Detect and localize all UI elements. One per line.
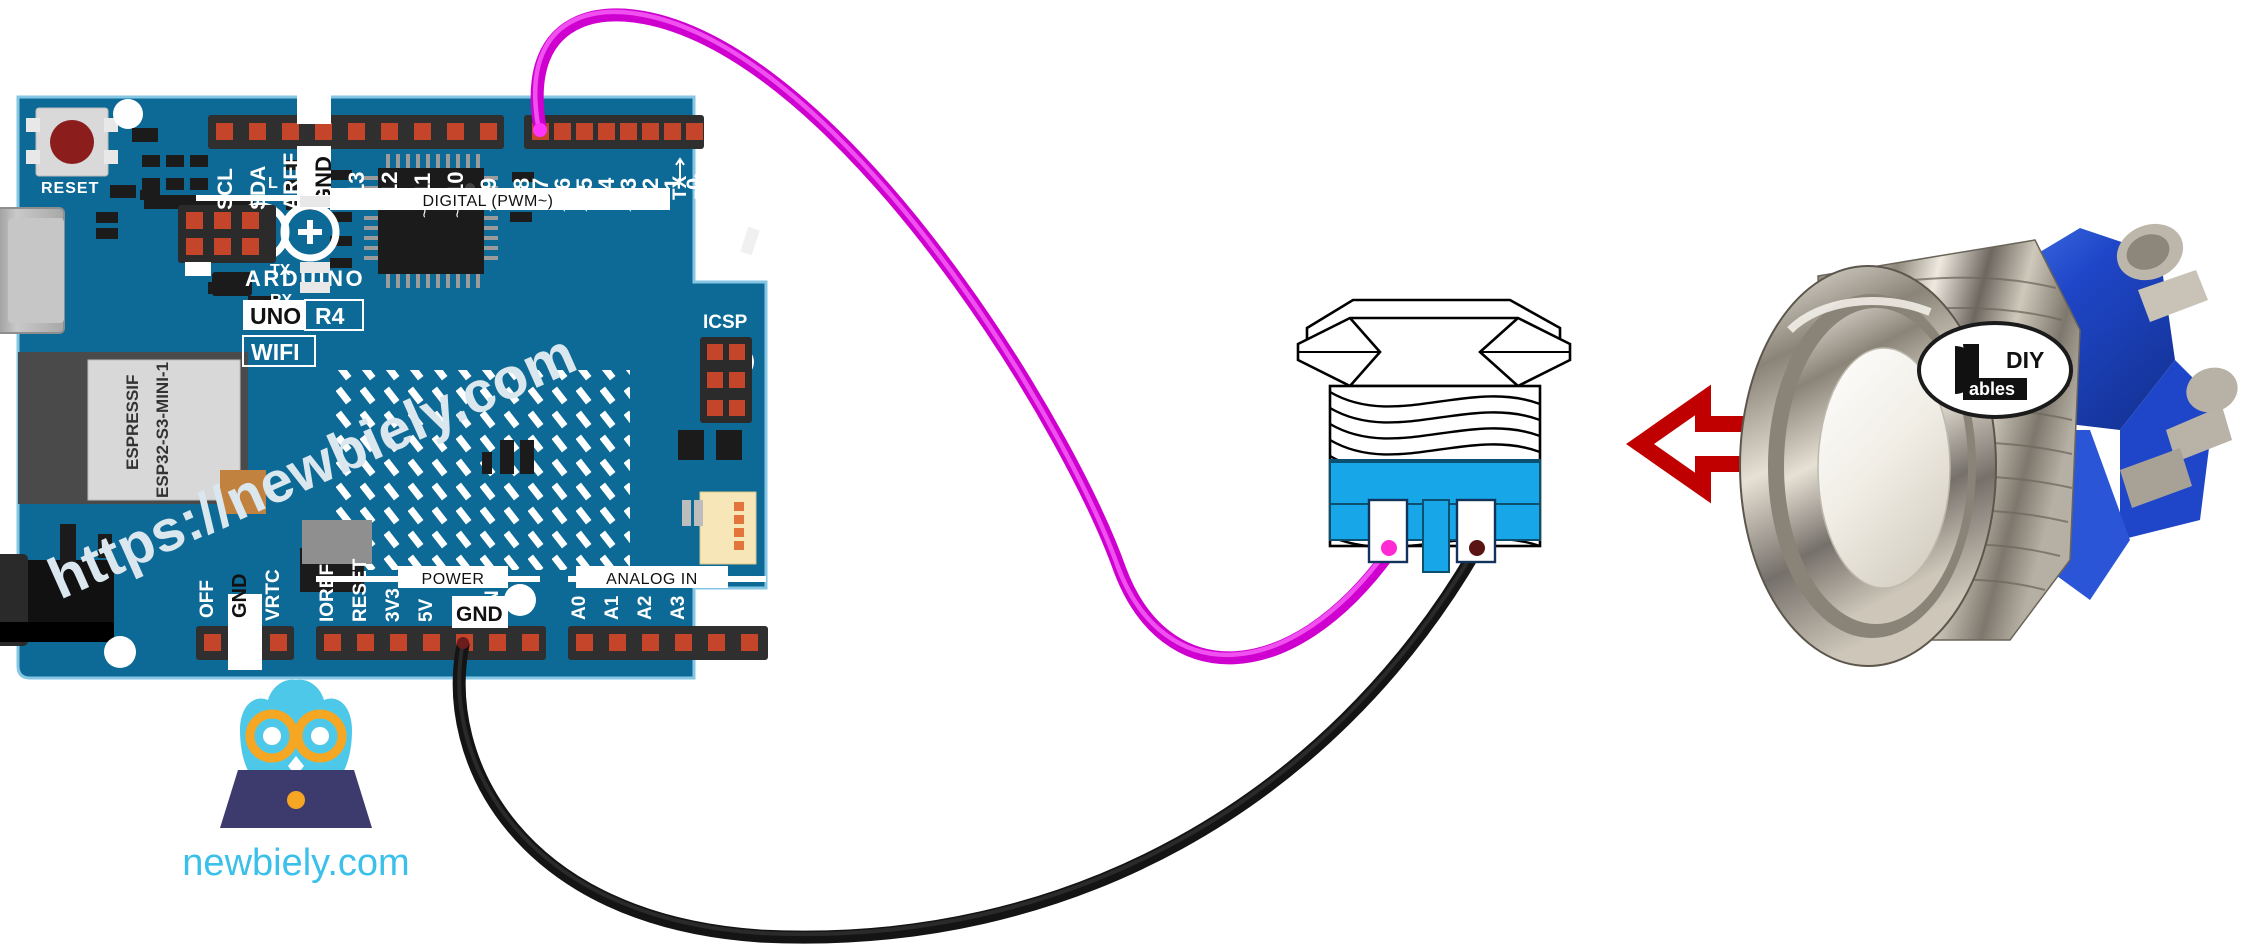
analog-header-label: ANALOG IN bbox=[606, 571, 698, 588]
newbiely-site-label: newbiely.com bbox=[182, 842, 409, 884]
mounting-hole bbox=[104, 636, 136, 668]
ground-wire-highlight bbox=[457, 547, 1477, 937]
svg-text:A2: A2 bbox=[635, 596, 656, 620]
gnd-top-highlight bbox=[297, 90, 331, 124]
power-jack bbox=[0, 554, 114, 646]
svg-text:TX: TX bbox=[270, 262, 291, 279]
digital-header-right[interactable] bbox=[524, 115, 704, 149]
svg-text:7: 7 bbox=[528, 178, 553, 190]
icsp-label: ICSP bbox=[703, 312, 748, 333]
svg-text:4: 4 bbox=[594, 177, 619, 190]
svg-text:5: 5 bbox=[572, 178, 597, 190]
svg-text:8: 8 bbox=[509, 178, 534, 190]
regulator bbox=[302, 520, 372, 564]
terminal-1-crimp bbox=[1381, 540, 1397, 556]
ground-wire-board-end bbox=[457, 637, 469, 649]
button-terminal-1 bbox=[1367, 498, 1409, 564]
qwiic-connector bbox=[699, 491, 757, 565]
badge-r4-label: R4 bbox=[315, 303, 345, 329]
analog-pin-labels: A0 A1 A2 A3 A4 A5 bbox=[569, 595, 755, 620]
svg-text:A0: A0 bbox=[569, 596, 590, 620]
mounting-hole bbox=[113, 99, 143, 129]
diyables-logo: DIY ables bbox=[1917, 321, 2073, 419]
tx-label: TX bbox=[670, 175, 691, 200]
svg-text:9: 9 bbox=[476, 178, 501, 190]
svg-text:3: 3 bbox=[616, 178, 641, 190]
svg-text:A4: A4 bbox=[701, 595, 722, 620]
digital-pin-numbers-right: 7 6 5 4 3 2 1 0 bbox=[528, 177, 707, 190]
button-center-tab bbox=[1422, 499, 1450, 573]
microcontroller-chip bbox=[364, 154, 498, 288]
digital-header-label: DIGITAL (PWM~) bbox=[423, 193, 554, 210]
svg-text:5V: 5V bbox=[416, 598, 437, 622]
rx-label: RX bbox=[692, 173, 713, 200]
esp32-module: ESPRESSIF ESP32-S3-MINI-1 bbox=[18, 352, 248, 504]
terminal-2-crimp bbox=[1469, 540, 1485, 556]
svg-text:RX: RX bbox=[270, 292, 293, 309]
analog-header-plate: ANALOG IN bbox=[568, 566, 766, 588]
on-led-label: ON bbox=[699, 233, 732, 259]
usb-connector bbox=[0, 207, 65, 334]
power-header-plate: POWER bbox=[316, 566, 540, 588]
mounting-hole bbox=[504, 584, 536, 616]
esp-vendor-label: ESPRESSIF bbox=[123, 375, 142, 470]
owl-icon bbox=[220, 679, 372, 828]
board-model-badge: UNO R4 WIFI bbox=[242, 299, 364, 367]
svg-text:2: 2 bbox=[638, 178, 663, 190]
pin-label-gnd-power: GND bbox=[456, 603, 503, 626]
analog-header[interactable] bbox=[568, 626, 768, 660]
svg-text:1: 1 bbox=[660, 178, 685, 190]
reset-label: RESET bbox=[41, 180, 99, 197]
svg-text:3V3: 3V3 bbox=[383, 588, 404, 622]
svg-text:A1: A1 bbox=[602, 595, 623, 620]
svg-text:RESET: RESET bbox=[350, 558, 371, 622]
power-header-label: POWER bbox=[422, 571, 485, 588]
gnd-power-highlight bbox=[452, 596, 508, 628]
esp-part-label: ESP32-S3-MINI-1 bbox=[153, 362, 172, 498]
diyables-logo-bottom: ables bbox=[1969, 379, 2015, 399]
bottom-left-pin-labels: OFF bbox=[197, 580, 218, 618]
svg-text:OFF: OFF bbox=[197, 580, 218, 618]
digital-header-plate: DIGITAL (PWM~) bbox=[196, 188, 670, 210]
l-led-label: L bbox=[268, 175, 278, 192]
diyables-logo-top: DIY bbox=[2006, 347, 2044, 373]
capacitor bbox=[220, 470, 266, 514]
tx-rx-arrows bbox=[675, 157, 707, 185]
pin-label-vrtc: VRTC bbox=[263, 569, 284, 621]
on-led bbox=[740, 226, 760, 256]
icsp-header[interactable] bbox=[700, 337, 752, 423]
power-pin-labels: IOREF RESET 3V3 5V VIN bbox=[317, 558, 503, 622]
gnd-bottom-left-highlight bbox=[228, 594, 262, 670]
led-strip bbox=[300, 196, 330, 293]
badge-wifi-label: WIFI bbox=[251, 339, 300, 365]
badge-uno-label: UNO bbox=[250, 303, 301, 329]
button-cap bbox=[1817, 347, 1951, 589]
prototype-area bbox=[330, 370, 630, 570]
svg-text:A3: A3 bbox=[668, 596, 689, 620]
svg-text:6: 6 bbox=[550, 178, 575, 190]
digital-header-left[interactable] bbox=[208, 115, 504, 149]
reset-button[interactable] bbox=[26, 107, 118, 177]
signal-wire-board-end bbox=[533, 123, 547, 137]
pin-label-gnd-left: GND bbox=[229, 574, 251, 618]
svg-text:~: ~ bbox=[448, 208, 467, 218]
signal-wire-highlight bbox=[533, 9, 1391, 658]
power-header[interactable] bbox=[316, 626, 546, 660]
svg-text:A5: A5 bbox=[734, 595, 755, 620]
button-base bbox=[1329, 461, 1541, 573]
aux-header[interactable] bbox=[178, 205, 276, 263]
svg-text:~: ~ bbox=[415, 208, 434, 218]
